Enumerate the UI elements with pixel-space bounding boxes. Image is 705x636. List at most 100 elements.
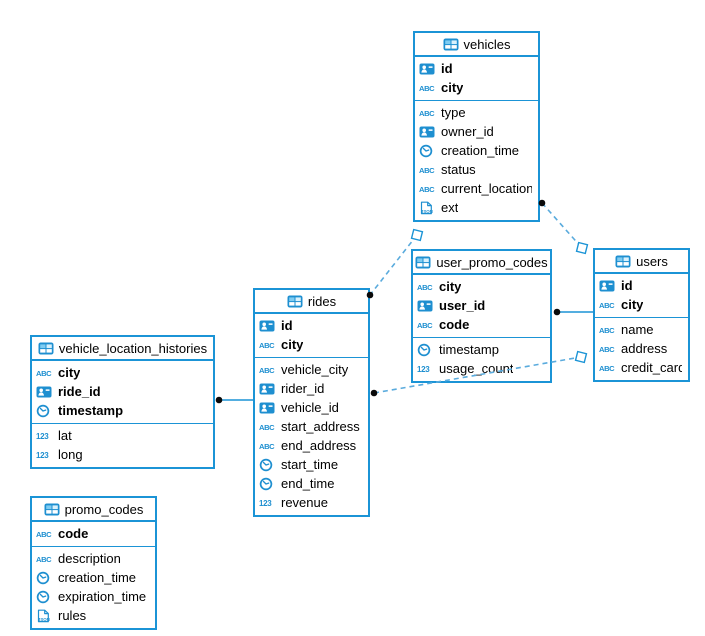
abc-icon: ABC [259, 440, 281, 451]
column-row[interactable]: user_id [413, 296, 550, 315]
column-row[interactable]: vehicle_id [255, 398, 368, 417]
json-icon: JSON [36, 609, 58, 623]
column-name: long [58, 447, 83, 462]
svg-text:ABC: ABC [417, 283, 433, 292]
column-name: user_id [439, 298, 486, 313]
svg-text:ABC: ABC [599, 326, 615, 335]
table-icon [615, 255, 631, 268]
abc-icon: ABC [599, 343, 621, 354]
column-row[interactable]: rider_id [255, 379, 368, 398]
clock-icon [36, 590, 58, 604]
column-row[interactable]: id [255, 316, 368, 335]
column-row[interactable]: id [595, 276, 688, 295]
abc-icon: ABC [36, 528, 58, 539]
clock-icon [36, 571, 58, 585]
abc-icon: ABC [417, 319, 439, 330]
column-name: usage_count [439, 361, 514, 376]
table-header[interactable]: rides [255, 290, 368, 314]
column-name: city [58, 365, 81, 380]
column-name: credit_card [621, 360, 682, 375]
svg-text:JSON: JSON [38, 616, 50, 621]
table-header[interactable]: vehicles [415, 33, 538, 57]
column-name: expiration_time [58, 589, 147, 604]
id-icon [259, 402, 281, 414]
column-name: city [439, 279, 462, 294]
clock-icon [419, 144, 441, 158]
column-row[interactable]: creation_time [32, 568, 155, 587]
column-name: lat [58, 428, 72, 443]
column-row[interactable]: end_time [255, 474, 368, 493]
table-header[interactable]: users [595, 250, 688, 274]
relation-vehicles-rides-line[interactable] [369, 234, 418, 296]
abc-icon: ABC [419, 183, 441, 194]
abc-icon: ABC [419, 164, 441, 175]
column-row[interactable]: start_time [255, 455, 368, 474]
relation-rides-users-diamond-marker [574, 350, 588, 364]
column-row[interactable]: 123 lat [32, 426, 213, 445]
table-header[interactable]: vehicle_location_histories [32, 337, 213, 361]
id-icon [417, 300, 439, 312]
table-header[interactable]: user_promo_codes [413, 251, 550, 275]
column-name: rules [58, 608, 87, 623]
id-icon [259, 320, 281, 332]
relation-vehicle_location_histories-rides-dot-marker [215, 396, 223, 404]
svg-text:ABC: ABC [259, 423, 275, 432]
column-row[interactable]: expiration_time [32, 587, 155, 606]
column-row[interactable]: owner_id [415, 122, 538, 141]
table-icon [443, 38, 459, 51]
svg-text:123: 123 [36, 432, 49, 441]
column-name: id [621, 278, 633, 293]
table-title: rides [307, 293, 337, 309]
column-row[interactable]: ABC city [413, 277, 550, 296]
column-name: creation_time [58, 570, 137, 585]
column-name: id [441, 61, 453, 76]
relation-vehicles-users-line[interactable] [541, 202, 583, 249]
column-row[interactable]: timestamp [32, 401, 213, 420]
column-row[interactable]: id [415, 59, 538, 78]
relation-vehicles-rides-diamond-marker [410, 228, 424, 242]
id-icon [419, 63, 441, 75]
column-row[interactable]: creation_time [415, 141, 538, 160]
column-row[interactable]: ABC credit_card [595, 358, 688, 377]
table-header[interactable]: promo_codes [32, 498, 155, 522]
abc-icon: ABC [259, 339, 281, 350]
id-icon [599, 280, 621, 292]
column-row[interactable]: ride_id [32, 382, 213, 401]
id-icon [36, 386, 58, 398]
svg-text:ABC: ABC [599, 364, 615, 373]
abc-icon: ABC [417, 281, 439, 292]
column-row[interactable]: timestamp [413, 340, 550, 359]
column-row[interactable]: JSON rules [32, 606, 155, 625]
column-name: description [58, 551, 121, 566]
